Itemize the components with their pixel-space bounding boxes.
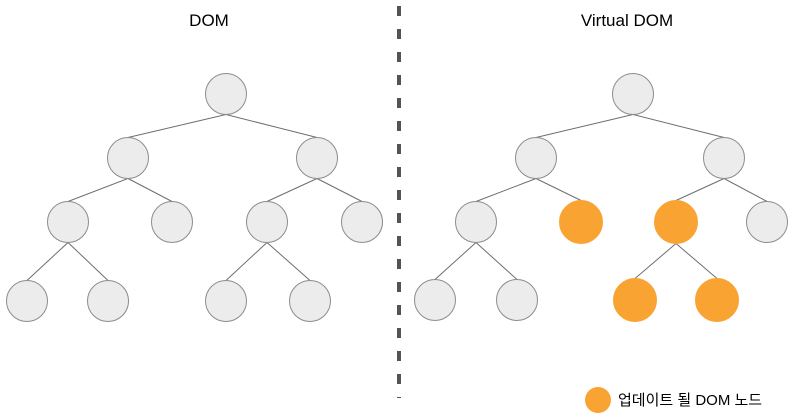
tree-edge (316, 178, 363, 202)
tree-edge (535, 178, 582, 201)
tree-edge (475, 242, 518, 280)
dom-node (87, 280, 129, 322)
updated-dom-node (654, 200, 698, 244)
updated-dom-node (695, 278, 739, 322)
legend: 업데이트 될 DOM 노드 (585, 386, 762, 413)
tree-edge (26, 242, 69, 281)
dom-node (6, 280, 48, 322)
virtual-dom-panel-title: Virtual DOM (580, 11, 674, 30)
dom-node (703, 137, 745, 179)
tree-edge (127, 114, 227, 138)
updated-dom-node (613, 278, 657, 322)
tree-edge (67, 242, 109, 281)
dom-node (205, 73, 247, 115)
dom-node (47, 201, 89, 243)
tree-edge (675, 243, 718, 279)
dom-node (341, 201, 383, 243)
tree-edge (225, 242, 268, 281)
tree-edge (127, 178, 173, 202)
tree-edge (67, 178, 129, 202)
tree-edge (475, 178, 537, 202)
updated-dom-node (559, 200, 603, 244)
tree-edge (266, 178, 318, 202)
dom-node (496, 279, 538, 321)
tree-edge (266, 242, 311, 281)
legend-label: 업데이트 될 DOM 노드 (618, 392, 763, 409)
dom-node (205, 280, 247, 322)
tree-edge (434, 242, 477, 280)
dom-node (515, 137, 557, 179)
tree-edge (225, 114, 318, 138)
dom-panel-title: DOM (189, 11, 229, 30)
dom-node (414, 279, 456, 321)
dom-node (455, 201, 497, 243)
dom-node (107, 137, 149, 179)
dom-node (289, 280, 331, 322)
tree-edge (632, 114, 725, 138)
dom-node (151, 201, 193, 243)
dom-node (746, 201, 788, 243)
tree-edge (634, 243, 677, 279)
tree-edge (723, 178, 768, 202)
tree-edge (675, 178, 725, 201)
dom-node (296, 137, 338, 179)
updated-node-swatch-icon (585, 386, 611, 413)
tree-edge (535, 114, 634, 138)
dom-node (612, 73, 654, 115)
virtual-dom-tree (414, 73, 788, 322)
dom-node (246, 201, 288, 243)
dom-tree (6, 73, 383, 322)
